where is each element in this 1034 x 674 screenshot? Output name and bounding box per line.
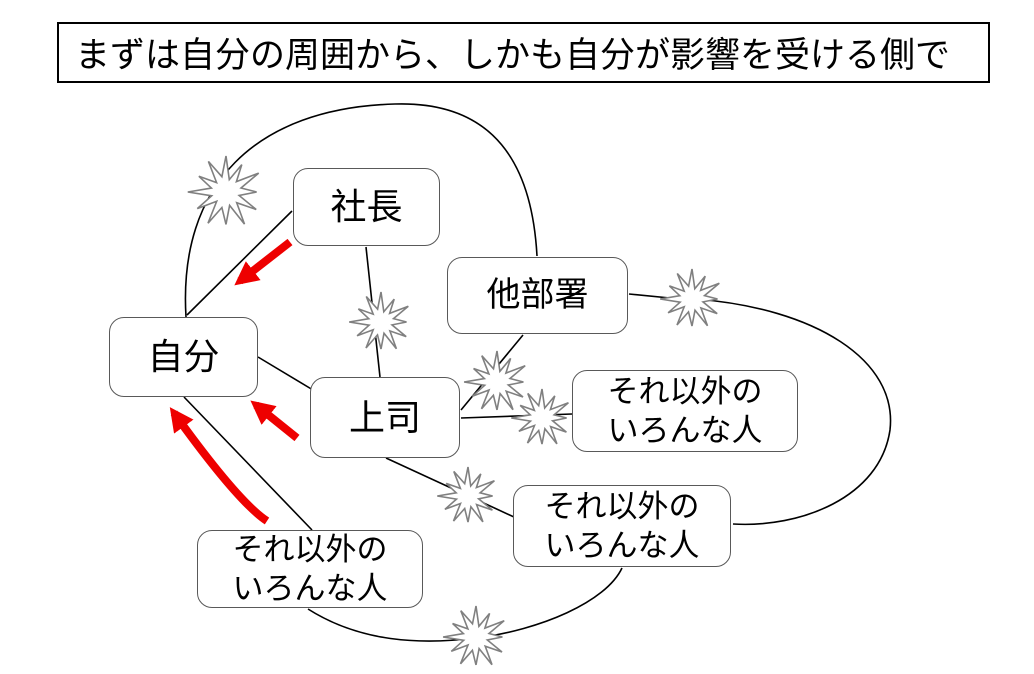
node-boss: 上司 — [310, 377, 460, 458]
edge-self-otherdept-arc — [184, 103, 538, 318]
node-others-bottom-line2: いろんな人 — [232, 571, 388, 606]
influence-arrow-others-to-self — [169, 407, 270, 525]
node-boss-label: 上司 — [348, 396, 421, 438]
node-other-department-label: 他部署 — [486, 275, 589, 314]
title-box: まずは自分の周囲から、しかも自分が影響を受ける側で — [57, 22, 990, 83]
conflict-burst-icon — [349, 291, 409, 350]
node-others-bottom-line1: それ以外の — [232, 531, 388, 567]
node-others-middle-line2: いろんな人 — [544, 528, 700, 563]
edge-burst-others-middle-arc — [694, 298, 892, 526]
node-others-right-line1: それ以外の — [607, 373, 763, 409]
node-others-middle-line1: それ以外の — [544, 488, 700, 524]
node-self: 自分 — [109, 317, 258, 397]
node-president-label: 社長 — [330, 186, 403, 228]
influence-arrow-boss-to-self — [250, 400, 300, 442]
node-self-label: 自分 — [147, 336, 220, 378]
conflict-burst-icon — [463, 350, 526, 411]
conflict-burst-icon — [442, 605, 505, 666]
edge-self-boss — [257, 356, 314, 391]
title-text: まずは自分の周囲から、しかも自分が影響を受ける側で — [75, 36, 951, 75]
node-others-right-line2: いろんな人 — [607, 413, 763, 448]
influence-arrow-president-to-self — [234, 238, 293, 286]
node-other-department: 他部署 — [447, 257, 628, 334]
conflict-burst-icon — [437, 466, 495, 523]
conflict-burst-icon — [511, 388, 569, 445]
edge-self-others-bottom — [183, 396, 313, 531]
node-president: 社長 — [293, 168, 440, 246]
conflict-burst-icon — [187, 155, 260, 225]
node-others-bottom: それ以外の いろんな人 — [197, 530, 423, 608]
edge-president-self — [186, 210, 293, 316]
conflict-burst-icon — [660, 268, 720, 327]
node-others-middle: それ以外の いろんな人 — [513, 485, 731, 567]
node-others-right: それ以外の いろんな人 — [572, 370, 798, 452]
